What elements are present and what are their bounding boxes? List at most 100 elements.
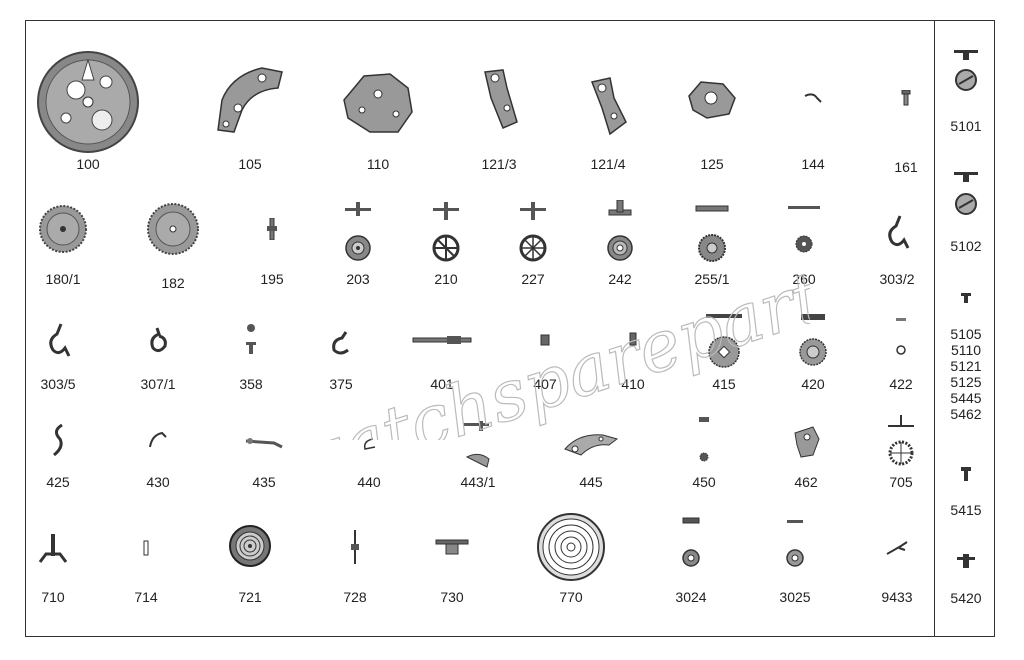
side-part-5101[interactable]: 5101 (936, 44, 996, 134)
part-430[interactable]: 430 (113, 415, 203, 525)
part-210[interactable]: 210 (401, 200, 491, 310)
part-label: 358 (239, 376, 263, 392)
screw-icon (957, 554, 975, 568)
side-list-item[interactable]: 5110 (950, 342, 982, 358)
part-450[interactable]: 450 (659, 415, 749, 525)
part-422[interactable]: 422 (856, 312, 946, 422)
part-255-1[interactable]: 255/1 (667, 200, 757, 310)
part-label: 407 (533, 376, 557, 392)
part-121-3[interactable]: 121/3 (454, 50, 544, 172)
part-401[interactable]: 401 (397, 312, 487, 422)
part-705[interactable]: 705 (856, 415, 946, 525)
part-label: 182 (161, 275, 185, 291)
part-100[interactable]: 100 (37, 50, 139, 172)
pinion-icon (629, 332, 637, 346)
part-440[interactable]: 440 (324, 415, 414, 525)
side-part-5420[interactable]: 5420 (936, 550, 996, 610)
part-110[interactable]: 110 (333, 50, 423, 172)
part-710[interactable]: 710 (8, 520, 98, 630)
wheel-icon (519, 202, 547, 262)
part-182[interactable]: 182 (128, 200, 218, 310)
part-121-4[interactable]: 121/4 (563, 50, 653, 172)
side-list-item[interactable]: 5121 (950, 358, 982, 374)
part-label: 721 (238, 589, 262, 605)
part-307-1[interactable]: 307/1 (113, 312, 203, 422)
part-260[interactable]: 260 (759, 200, 849, 310)
part-label: 180/1 (45, 271, 81, 287)
part-label: 303/5 (40, 376, 76, 392)
pin-icon (143, 540, 149, 556)
part-242[interactable]: 242 (575, 200, 665, 310)
lever-icon (245, 438, 283, 449)
pinion-icon (540, 334, 550, 346)
part-3024[interactable]: 3024 (646, 512, 736, 622)
part-label: 430 (146, 474, 170, 490)
part-375[interactable]: 375 (296, 312, 386, 422)
part-410[interactable]: 410 (588, 312, 678, 422)
part-label: 420 (801, 376, 825, 392)
part-425[interactable]: 425 (13, 415, 103, 525)
part-203[interactable]: 203 (313, 200, 403, 310)
jewel-icon (786, 520, 804, 567)
part-462[interactable]: 462 (761, 415, 851, 525)
part-227[interactable]: 227 (488, 200, 578, 310)
part-label: 121/3 (481, 156, 517, 172)
part-label: 728 (343, 589, 367, 605)
fork-icon (38, 534, 68, 563)
part-730[interactable]: 730 (407, 520, 497, 630)
part-label: 3025 (779, 589, 811, 605)
part-435[interactable]: 435 (219, 415, 309, 525)
lever-icon (590, 77, 627, 136)
part-407[interactable]: 407 (500, 312, 590, 422)
part-105[interactable]: 105 (205, 50, 295, 172)
screw-icon (961, 293, 971, 303)
stud-icon (435, 539, 469, 555)
part-728[interactable]: 728 (310, 520, 400, 630)
part-9433[interactable]: 9433 (852, 512, 942, 622)
part-3025[interactable]: 3025 (750, 512, 840, 622)
part-195[interactable]: 195 (227, 200, 317, 310)
part-303-2[interactable]: 303/2 (852, 200, 942, 310)
part-415[interactable]: 415 (679, 312, 769, 422)
part-125[interactable]: 125 (667, 50, 757, 172)
side-part-5415[interactable]: 5415 (936, 462, 996, 522)
part-770[interactable]: 770 (526, 512, 616, 622)
part-label: 210 (434, 271, 458, 287)
side-list-item[interactable]: 5105 (950, 326, 982, 342)
part-label: 203 (346, 271, 370, 287)
screw-icon (961, 467, 971, 481)
part-420[interactable]: 420 (768, 312, 858, 422)
part-180-1[interactable]: 180/1 (18, 200, 108, 310)
wheel-icon (699, 417, 709, 462)
part-label: 450 (692, 474, 716, 490)
part-714[interactable]: 714 (101, 520, 191, 630)
part-144[interactable]: 144 (768, 50, 858, 172)
side-list-item[interactable]: 5462 (950, 406, 982, 422)
part-label: 425 (46, 474, 70, 490)
part-label: 5415 (950, 502, 982, 518)
wheel-icon (706, 314, 742, 368)
part-label: 303/2 (879, 271, 915, 287)
side-list-item[interactable]: 5445 (950, 390, 982, 406)
part-label: 195 (260, 271, 284, 287)
part-label: 260 (792, 271, 816, 287)
part-443-1[interactable]: 443/1 (433, 415, 523, 525)
part-161[interactable]: 161 (861, 50, 951, 175)
side-list-item[interactable]: 5125 (950, 374, 982, 390)
balance-icon (229, 525, 271, 567)
part-445[interactable]: 445 (546, 415, 636, 525)
part-label: 100 (76, 156, 100, 172)
part-label: 445 (579, 474, 603, 490)
part-label: 9433 (881, 589, 913, 605)
side-part-list: 5105 5110 5121 5125 5445 5462 (936, 326, 996, 422)
side-part-5102[interactable]: 5102 (936, 168, 996, 258)
spring-icon (53, 423, 63, 457)
part-358[interactable]: 358 (206, 312, 296, 422)
wheel-icon (345, 202, 371, 261)
part-303-5[interactable]: 303/5 (13, 312, 103, 422)
part-721[interactable]: 721 (205, 520, 295, 630)
ring-icon (896, 318, 906, 355)
clip-icon (888, 215, 910, 249)
staff-icon (351, 530, 359, 564)
bridge-icon (688, 81, 736, 119)
